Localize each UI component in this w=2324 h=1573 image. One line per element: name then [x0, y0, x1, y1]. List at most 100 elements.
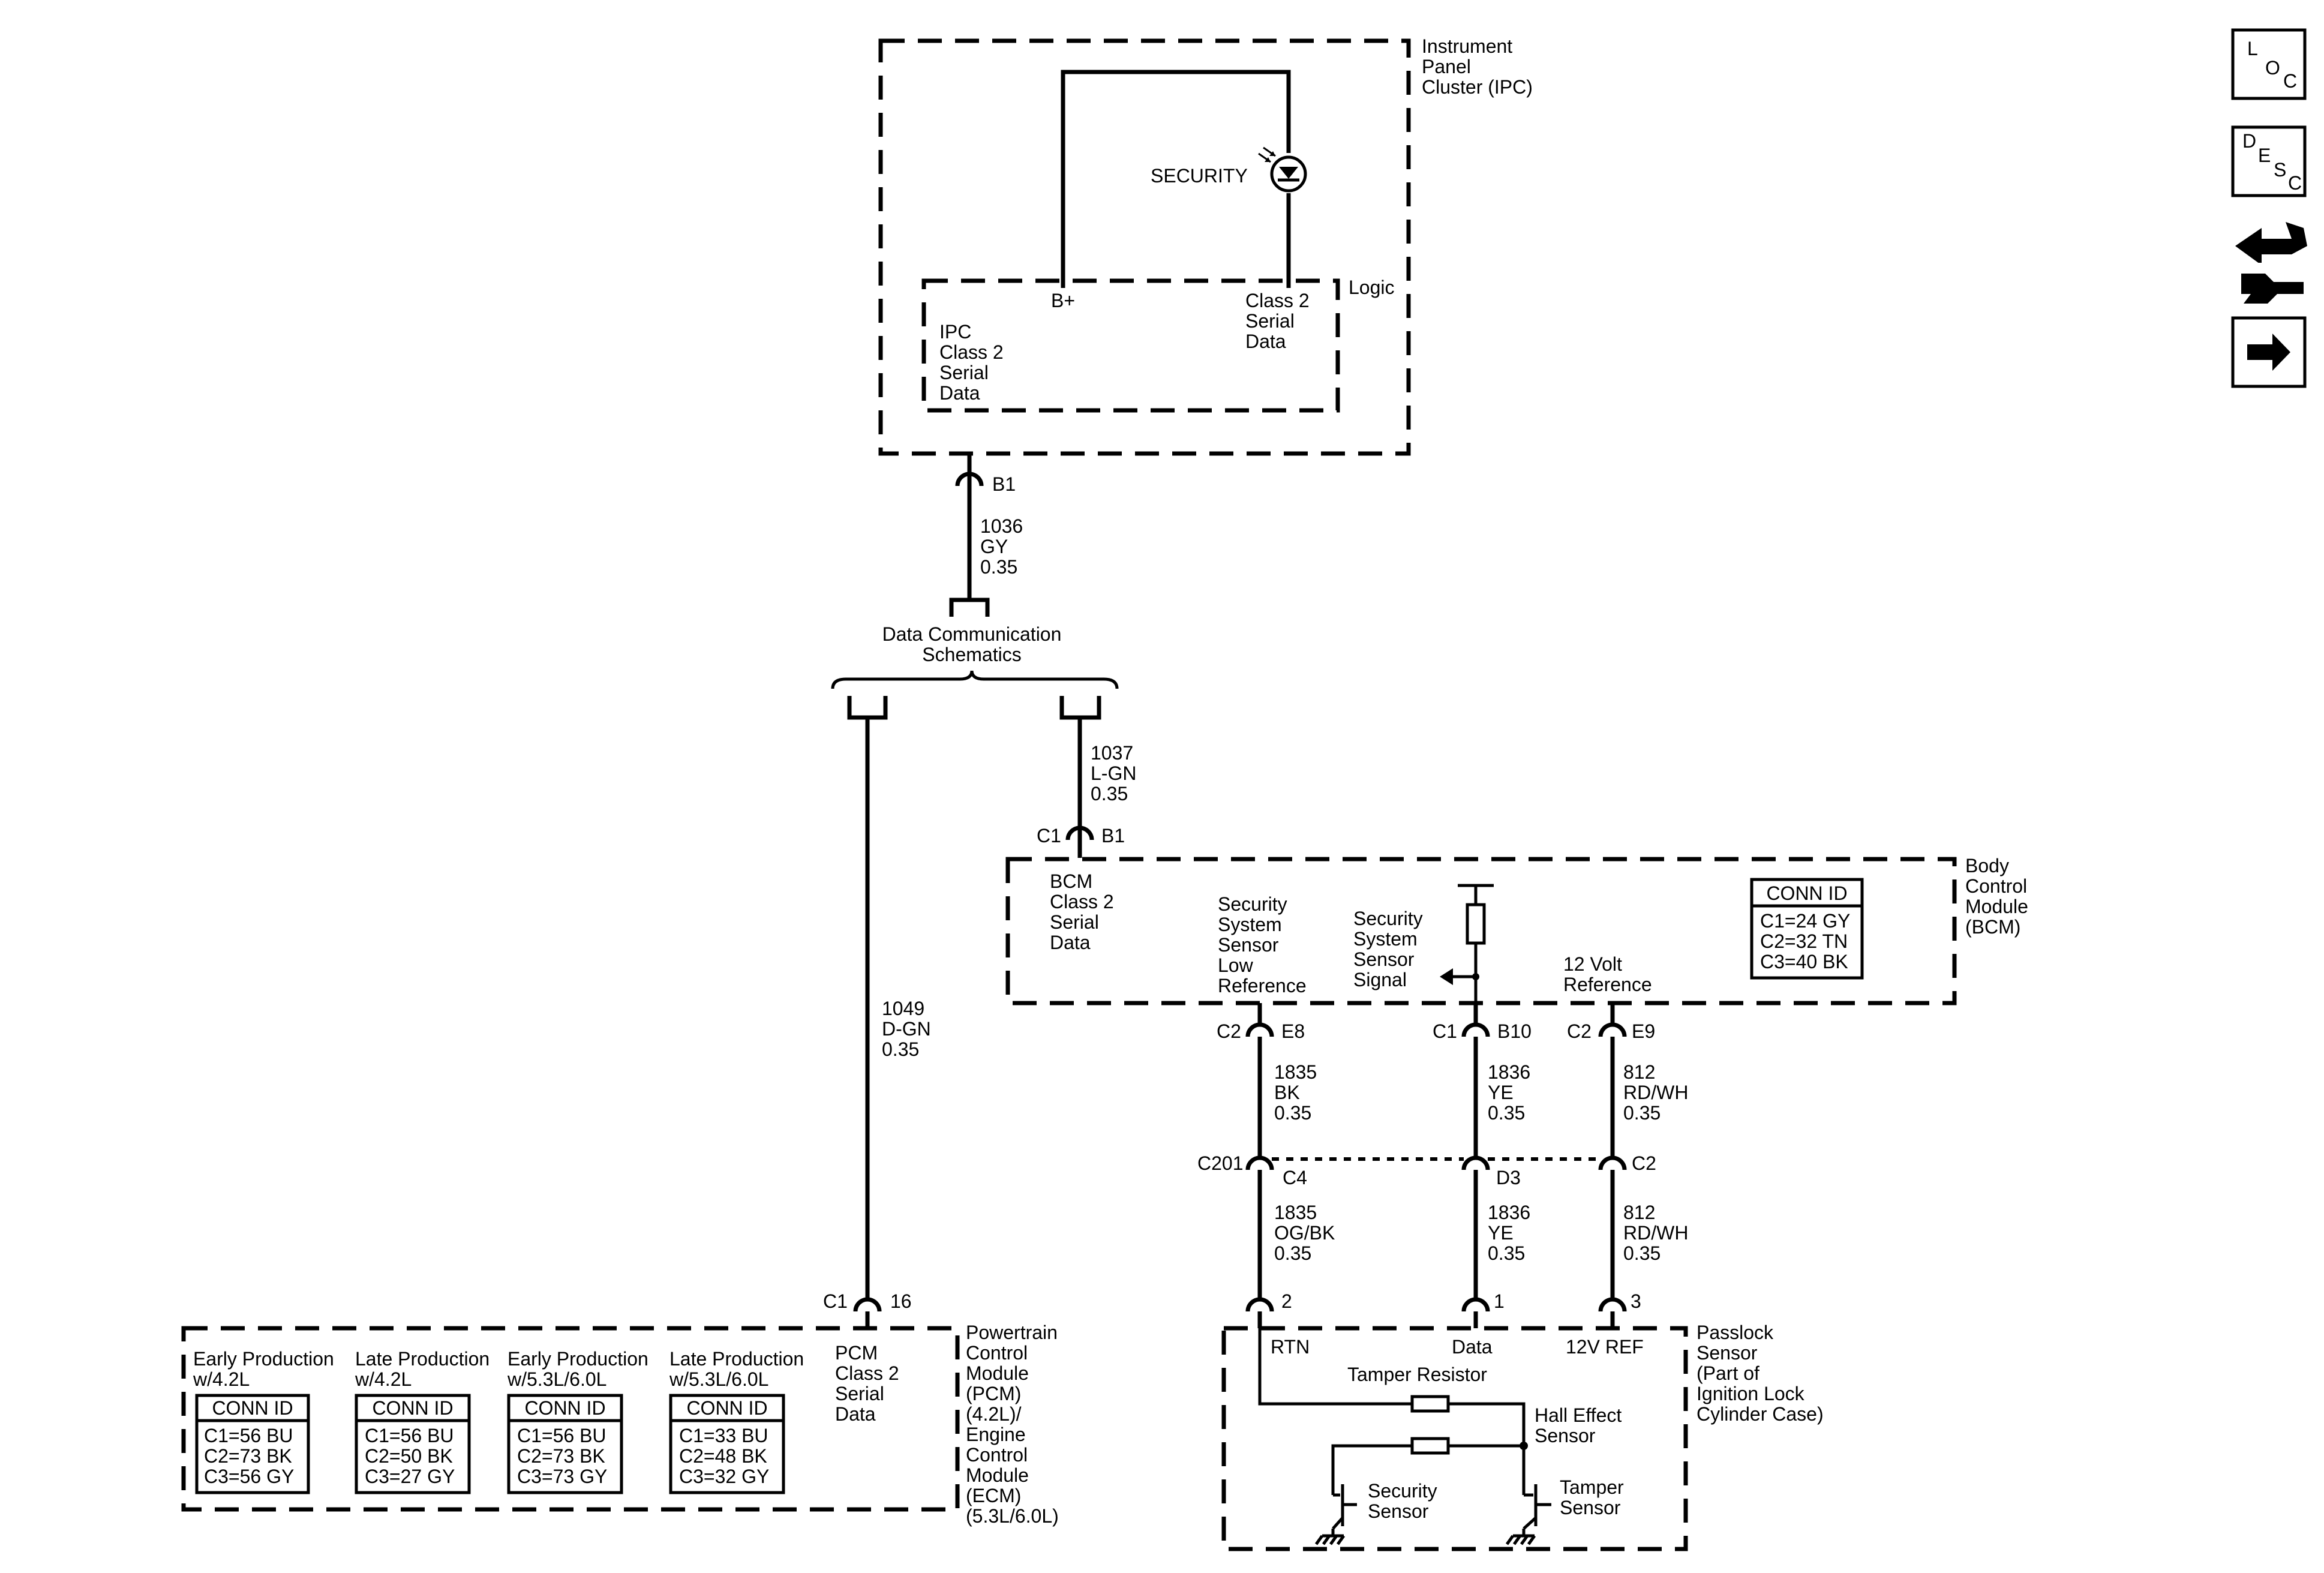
bcm-title-2: Control — [1965, 875, 2027, 897]
bcm-class2-2: Class 2 — [1050, 891, 1114, 912]
next-arrow-button[interactable] — [2231, 316, 2307, 388]
wire-1835-upper-color: BK — [1274, 1082, 1300, 1103]
passlock-title-3: (Part of — [1697, 1362, 1759, 1384]
bcm-pin-e8-conn: C2 — [1217, 1020, 1241, 1042]
passlock-title-1: Passlock — [1697, 1322, 1774, 1343]
wire-1836-lower-num: 1836 — [1488, 1202, 1530, 1223]
ipc-title-2: Panel — [1422, 56, 1471, 77]
bcm-low-ref-3: Sensor — [1218, 934, 1279, 956]
wire-1835-lower-color: OG/BK — [1274, 1222, 1335, 1244]
bcm-conn-row-1: C1=24 GY — [1760, 910, 1850, 932]
pcm-conn-table-3: Early Production w/5.3L/6.0L CONN ID C1=… — [507, 1348, 648, 1494]
pcm-table-1-head-1: Early Production — [193, 1348, 334, 1370]
wire-1836-upper-color: YE — [1488, 1082, 1514, 1103]
passlock-pin-1: 1 — [1494, 1290, 1505, 1312]
passlock-rtn-label: RTN — [1271, 1336, 1310, 1358]
tamper-sensor-switch-icon — [1505, 1484, 1551, 1545]
wire-1037-num: 1037 — [1091, 742, 1133, 764]
pcm-title-9: (ECM) — [966, 1485, 1021, 1506]
ipc-class2-left-2: Class 2 — [939, 341, 1004, 363]
security-sensor-switch-icon — [1314, 1484, 1357, 1545]
ipc-class2-right-3: Data — [1245, 331, 1286, 352]
c201-connector: C201 C4 D3 C2 — [1197, 1152, 1656, 1188]
bcm-pin-e8: E8 — [1281, 1020, 1305, 1042]
c201-pin-c2: C2 — [1632, 1152, 1656, 1174]
wire-1836-upper-num: 1836 — [1488, 1061, 1530, 1083]
wire-812-upper-num: 812 — [1623, 1061, 1655, 1083]
pcm-class2-3: Serial — [835, 1383, 884, 1404]
tamper-sensor-label-2: Sensor — [1560, 1497, 1621, 1518]
loc-icon-l: L — [2247, 38, 2258, 59]
desc-button[interactable]: D E S C — [2231, 125, 2307, 197]
security-sensor-label-1: Security — [1368, 1480, 1437, 1502]
right-arrow-icon — [2247, 334, 2290, 371]
desc-icon-e: E — [2258, 145, 2271, 166]
pcm-c1-label: C1 — [823, 1290, 848, 1312]
pcm-title-5: (4.2L)/ — [966, 1403, 1022, 1425]
pcm-table-1-row-2: C2=73 BK — [204, 1445, 292, 1467]
wire-1836-lower-color: YE — [1488, 1222, 1514, 1244]
wire-1049-color: D-GN — [882, 1018, 931, 1040]
pcm-table-1-row-3: C3=56 GY — [204, 1466, 294, 1487]
bcm-pullup-resistor-icon — [1440, 884, 1494, 1008]
security-lamp-icon — [1258, 146, 1307, 193]
bcm-signal-1: Security — [1353, 908, 1423, 929]
pcm-table-1-head-2: w/4.2L — [193, 1368, 250, 1390]
pcm-class2-4: Data — [835, 1403, 876, 1425]
pcm-conn-table-2: Late Production w/4.2L CONN ID C1=56 BU … — [355, 1348, 490, 1494]
pcm-conn-table-1: Early Production w/4.2L CONN ID C1=56 BU… — [193, 1348, 334, 1494]
pcm-table-2-head-2: w/4.2L — [355, 1368, 412, 1390]
security-lamp-label: SECURITY — [1151, 165, 1248, 187]
pcm-title-8: Module — [966, 1464, 1029, 1486]
wire-812-upper-color: RD/WH — [1623, 1082, 1688, 1103]
pcm-table-3-row-3: C3=73 GY — [517, 1466, 607, 1487]
ipc-title-3: Cluster (IPC) — [1422, 76, 1533, 98]
bcm-conn-header: CONN ID — [1766, 882, 1847, 904]
passlock-pin-2: 2 — [1281, 1290, 1292, 1312]
bcm-title-1: Body — [1965, 855, 2009, 876]
bcm-signal-3: Sensor — [1353, 948, 1415, 970]
wire-1037-color: L-GN — [1091, 763, 1136, 784]
bcm-low-ref-4: Low — [1218, 954, 1254, 976]
wire-1036-gauge: 0.35 — [980, 556, 1017, 578]
ipc-b1-label: B1 — [992, 473, 1016, 495]
pcm-table-4-conn-header: CONN ID — [686, 1397, 767, 1419]
wire-1036-color: GY — [980, 536, 1008, 557]
ipc-bplus-label: B+ — [1051, 290, 1075, 311]
bcm-c1-label: C1 — [1037, 825, 1061, 846]
bcm-conn-row-3: C3=40 BK — [1760, 951, 1848, 972]
ipc-class2-left-1: IPC — [939, 321, 971, 343]
passlock-title-4: Ignition Lock — [1697, 1383, 1805, 1404]
pcm-table-3-head-2: w/5.3L/6.0L — [507, 1368, 606, 1390]
pcm-table-3-row-2: C2=73 BK — [517, 1445, 605, 1467]
pcm-table-1-row-1: C1=56 BU — [204, 1425, 293, 1446]
pcm-table-2-row-3: C3=27 GY — [365, 1466, 455, 1487]
pcm-title-2: Control — [966, 1342, 1028, 1364]
ipc-class2-right-1: Class 2 — [1245, 290, 1310, 311]
tamper-resistor-label: Tamper Resistor — [1347, 1364, 1487, 1385]
wire-1037-gauge: 0.35 — [1091, 783, 1128, 804]
bcm-low-ref-1: Security — [1218, 893, 1287, 915]
diagnostic-tool-icon[interactable] — [2235, 222, 2307, 304]
data-communication-schematics[interactable]: Data Communication Schematics — [831, 623, 1119, 720]
pcm-table-3-row-1: C1=56 BU — [517, 1425, 606, 1446]
bcm-signal-2: System — [1353, 928, 1418, 950]
loc-button[interactable]: L O C — [2231, 28, 2307, 100]
wire-1836-lower-gauge: 0.35 — [1488, 1242, 1525, 1264]
desc-icon-c: C — [2288, 172, 2302, 194]
passlock-data-label: Data — [1452, 1336, 1493, 1358]
desc-icon-s: S — [2274, 159, 2286, 181]
wire-1835-lower-num: 1835 — [1274, 1202, 1317, 1223]
wire-1049-num: 1049 — [882, 998, 924, 1019]
pcm-table-2-row-2: C2=50 BK — [365, 1445, 453, 1467]
pcm-table-2-conn-header: CONN ID — [372, 1397, 453, 1419]
pcm-conn-table-4: Late Production w/5.3L/6.0L CONN ID C1=3… — [669, 1348, 804, 1494]
pcm-table-2-row-1: C1=56 BU — [365, 1425, 454, 1446]
wire-812-lower-num: 812 — [1623, 1202, 1655, 1223]
ipc-class2-left-3: Serial — [939, 362, 989, 383]
wire-812-lower-color: RD/WH — [1623, 1222, 1688, 1244]
desc-icon-d: D — [2242, 130, 2256, 152]
bcm-pin-e9: E9 — [1632, 1020, 1655, 1042]
hall-effect-label-1: Hall Effect — [1535, 1404, 1622, 1426]
